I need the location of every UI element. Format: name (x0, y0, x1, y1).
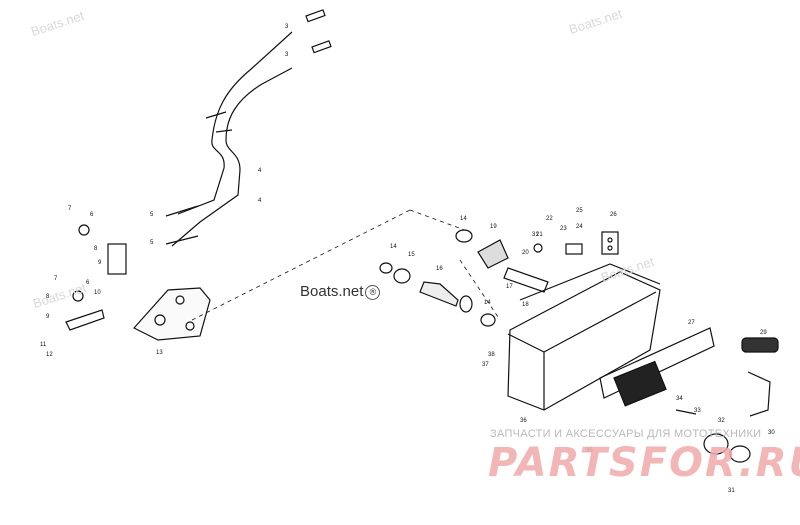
bracket-24 (565, 243, 583, 255)
gear-plate-13 (133, 287, 211, 341)
cable-upper (177, 31, 293, 215)
watermark-center: Boats.net® (300, 283, 381, 300)
callout-38: 38 (488, 352, 495, 358)
callout-15: 15 (408, 252, 415, 258)
hub-32 (703, 433, 729, 455)
callout-7: 7 (68, 206, 72, 212)
plate-26 (601, 231, 619, 255)
callout-14b: 14 (390, 244, 397, 250)
callout-33: 33 (694, 408, 701, 414)
callout-7b: 7 (54, 276, 58, 282)
shop-tagline: ЗАПЧАСТИ И АКСЕССУАРЫ ДЛЯ МОТОТЕХНИКИ (490, 428, 762, 440)
cover-plate-27 (599, 327, 715, 399)
callout-21: 21 (536, 232, 543, 238)
callout-31: 31 (532, 232, 539, 238)
callout-5: 5 (150, 212, 154, 218)
callout-35: 35 (586, 448, 593, 454)
callout-8b: 8 (46, 294, 50, 300)
spindle-20 (503, 267, 549, 293)
callout-26: 26 (610, 212, 617, 218)
ring-15 (393, 268, 411, 284)
callout-6b: 6 (86, 280, 90, 286)
callout-17: 17 (506, 284, 513, 290)
callout-6: 6 (90, 212, 94, 218)
callout-31b: 31 (728, 488, 735, 494)
washer-6 (78, 224, 90, 236)
callout-30: 30 (768, 430, 775, 436)
callout-32: 32 (718, 418, 725, 424)
cable-lower (171, 67, 293, 247)
callout-23: 23 (560, 226, 567, 232)
callout-25: 25 (576, 208, 583, 214)
panel-insert (613, 360, 667, 407)
bracket-plate (107, 243, 127, 275)
callout-11: 11 (40, 342, 47, 348)
callout-19: 19 (490, 224, 497, 230)
callout-27: 27 (688, 320, 695, 326)
callout-3b: 3 (285, 52, 289, 58)
handle-grip-29 (741, 337, 779, 353)
callout-8: 8 (94, 246, 98, 252)
callout-9: 9 (98, 260, 102, 266)
watermark-center-text: Boats.net (300, 283, 364, 300)
clip-21 (533, 243, 543, 253)
shaft-16 (419, 281, 459, 307)
callout-24: 24 (576, 224, 583, 230)
callout-14a: 14 (460, 216, 467, 222)
callout-18: 18 (522, 302, 529, 308)
registered-mark: ® (365, 284, 381, 300)
bushing-14b (455, 229, 473, 243)
callout-13: 13 (156, 350, 163, 356)
lever-arm-10 (65, 309, 105, 331)
washer-6b (72, 290, 84, 302)
callout-29: 29 (760, 330, 767, 336)
bushing-14c (480, 313, 496, 327)
bushing-14 (379, 262, 393, 274)
cable-end-top-2 (311, 40, 332, 54)
callout-36: 36 (520, 418, 527, 424)
callout-16: 16 (436, 266, 443, 272)
callout-12: 12 (46, 352, 53, 358)
callout-22: 22 (546, 216, 553, 222)
cable-end-top-1 (305, 9, 326, 23)
callout-10: 10 (94, 290, 101, 296)
remote-control-housing-36 (507, 271, 661, 411)
callout-3a: 3 (285, 24, 289, 30)
callout-37: 37 (482, 362, 489, 368)
callout-5b: 5 (150, 240, 154, 246)
gear-19 (477, 239, 509, 269)
callout-4b: 4 (258, 198, 262, 204)
pin-33 (675, 409, 697, 415)
callout-4a: 4 (258, 168, 262, 174)
callout-20: 20 (522, 250, 529, 256)
shop-logo: PARTSFOR.RU (488, 440, 800, 486)
callout-34: 34 (676, 396, 683, 402)
callout-9b: 9 (46, 314, 50, 320)
handle-arm (747, 371, 771, 417)
callout-14c: 14 (484, 300, 491, 306)
